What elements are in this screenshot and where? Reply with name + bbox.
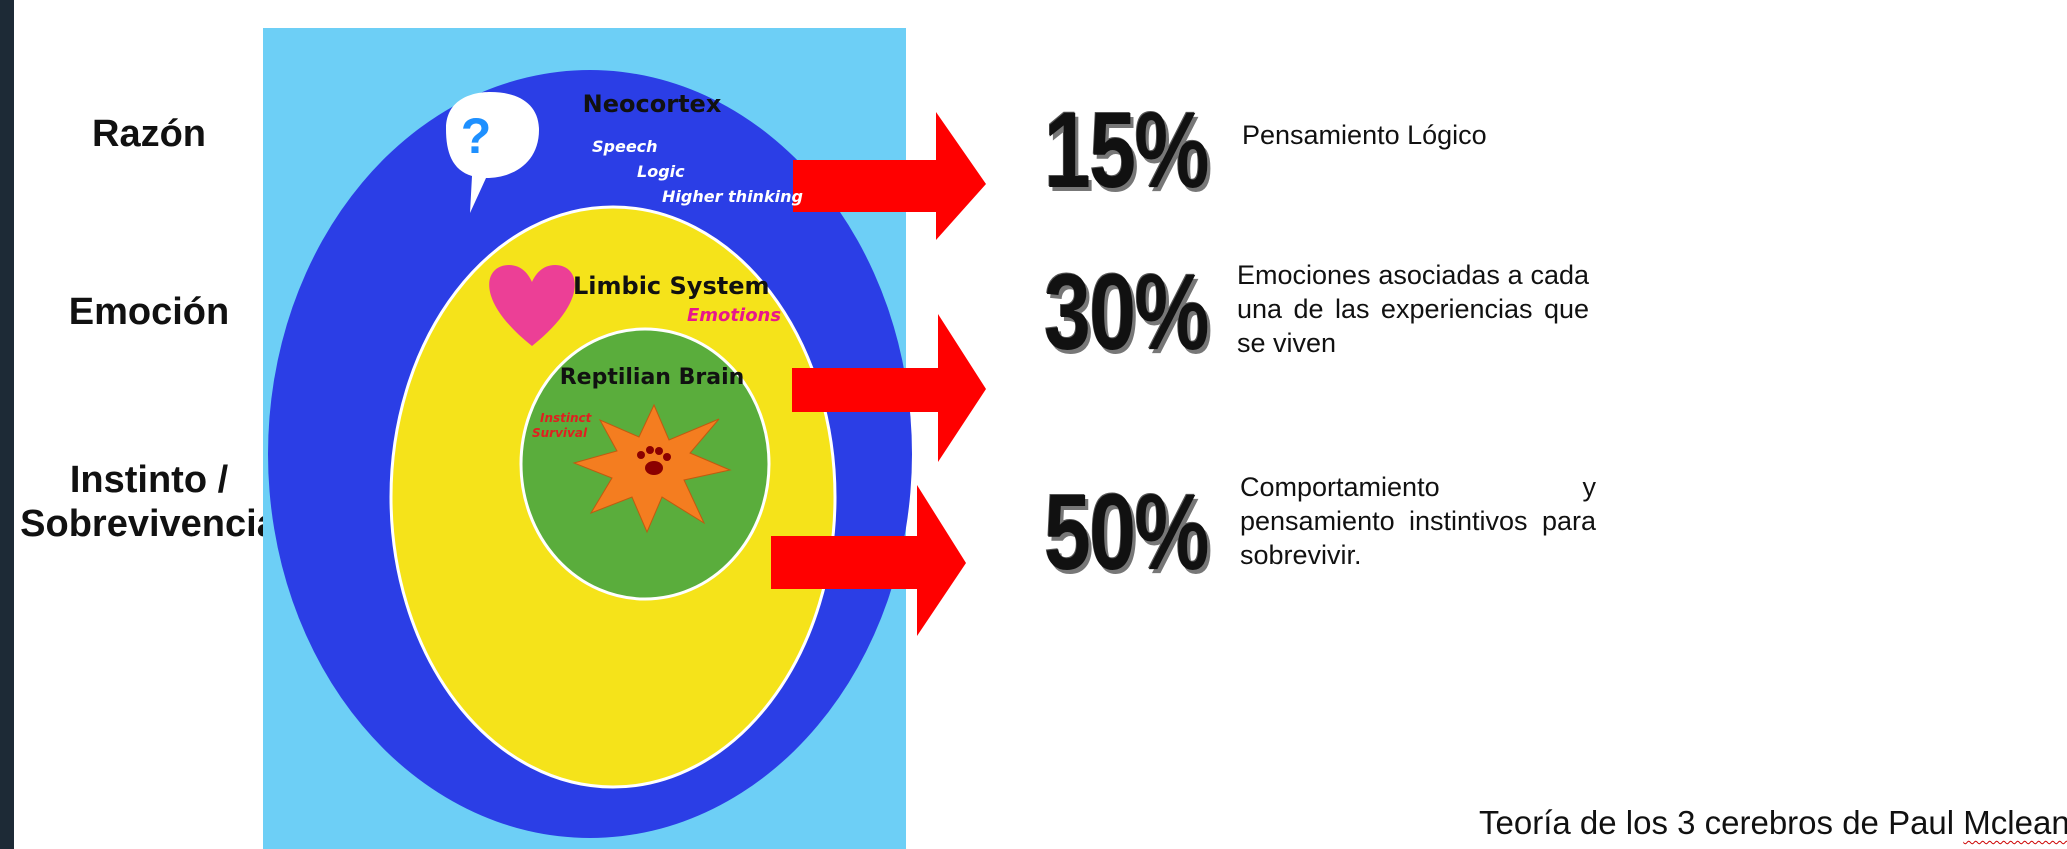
description-emotions: Emociones asociadas a cada una de las ex…	[1237, 260, 1589, 358]
caption-prefix: Teoría de los 3 cerebros de Paul	[1479, 804, 1964, 841]
reptilian-item-survival: Survival	[532, 426, 588, 440]
arrow-reptilian	[771, 485, 966, 636]
question-speech-bubble-icon: ?	[446, 92, 539, 213]
slide: Razón Emoción Instinto / Sobrevivencia ?	[14, 0, 2067, 849]
description-logical-thinking: Pensamiento Lógico	[1242, 120, 1487, 150]
heart-icon	[489, 265, 575, 346]
neocortex-title: Neocortex	[583, 90, 722, 118]
neocortex-item-higher-thinking: Higher thinking	[662, 187, 803, 206]
paw-starburst-icon	[572, 403, 732, 534]
reptilian-item-instinct: Instinct	[540, 411, 593, 425]
limbic-system-title: Limbic System	[573, 272, 770, 300]
label-reason: Razón	[92, 113, 206, 155]
arrow-limbic	[792, 314, 986, 462]
neocortex-item-speech: Speech	[592, 137, 658, 156]
percent-50: 50%	[1044, 471, 1209, 592]
arrow-neocortex	[793, 112, 986, 240]
svg-text:?: ?	[461, 108, 492, 164]
limbic-system-subtitle: Emotions	[687, 305, 781, 326]
label-instinct-survival: Instinto / Sobrevivencia	[20, 459, 278, 545]
reptilian-brain-title: Reptilian Brain	[560, 365, 745, 390]
caption-name: Mclean	[1963, 804, 2067, 841]
label-emotion: Emoción	[68, 291, 230, 333]
triune-brain-diagram: ? Neocortex Speech Logic Higher thinking…	[263, 28, 986, 849]
neocortex-item-logic: Logic	[637, 162, 685, 181]
description-instinctive-behavior: Comportamiento y pensamiento instintivos…	[1240, 472, 1596, 570]
percent-30: 30%	[1044, 251, 1209, 372]
percent-15: 15%	[1044, 89, 1209, 210]
caption-theory: Teoría de los 3 cerebros de Paul Mclean	[1479, 804, 2067, 842]
